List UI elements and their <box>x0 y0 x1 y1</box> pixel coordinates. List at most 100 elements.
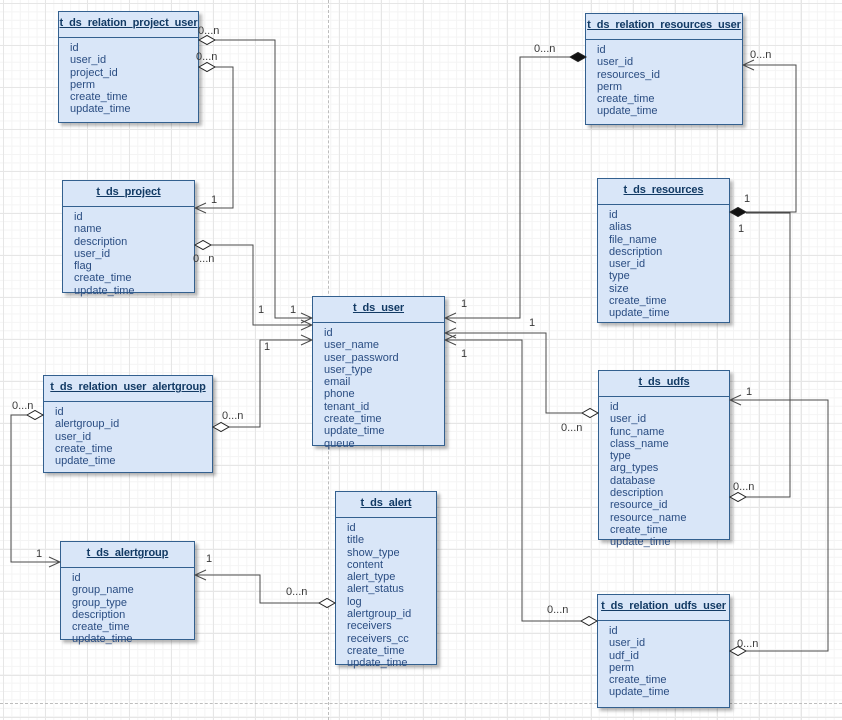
relationship-line-resources-to-udfs <box>746 212 791 498</box>
table-title: t_ds_relation_user_alertgroup <box>44 376 212 402</box>
relationship-line-project-to-user <box>203 244 312 326</box>
field-udf_id: udf_id <box>609 649 639 662</box>
field-user_id: user_id <box>597 56 634 69</box>
field-flag: flag <box>74 260 92 273</box>
multiplicity-label: 1 <box>529 317 535 329</box>
multiplicity-label: 0...n <box>198 25 219 37</box>
field-name: name <box>74 223 102 236</box>
field-description: description <box>74 235 128 248</box>
relationship-line-user-to-udfs <box>445 332 590 414</box>
field-create_time: create_time <box>70 91 128 104</box>
open-diamond-icon <box>317 597 337 609</box>
field-update_time: update_time <box>597 105 658 118</box>
field-description: description <box>609 245 663 258</box>
field-project_id: project_id <box>70 66 118 79</box>
multiplicity-label: 1 <box>746 386 752 398</box>
open-diamond-icon <box>211 421 231 433</box>
field-create_time: create_time <box>347 644 405 657</box>
multiplicity-label: 0...n <box>733 481 754 493</box>
multiplicity-label: 1 <box>738 223 744 235</box>
open-arrow-icon <box>193 202 207 214</box>
multiplicity-label: 0...n <box>222 410 243 422</box>
multiplicity-label: 0...n <box>286 586 307 598</box>
field-create_time: create_time <box>609 295 667 308</box>
open-arrow-icon <box>443 312 457 324</box>
field-resource_id: resource_id <box>610 499 668 512</box>
field-group_name: group_name <box>72 584 134 597</box>
field-alert_status: alert_status <box>347 583 404 596</box>
open-arrow-icon <box>300 334 314 346</box>
field-file_name: file_name <box>609 233 657 246</box>
filled-diamond-icon <box>568 51 588 63</box>
field-create_time: create_time <box>610 523 668 536</box>
field-update_time: update_time <box>74 284 135 297</box>
table-title: t_ds_project <box>63 181 194 207</box>
open-arrow-icon <box>741 59 755 71</box>
field-create_time: create_time <box>324 413 382 426</box>
open-arrow-icon <box>48 556 62 568</box>
field-database: database <box>610 474 656 487</box>
field-perm: perm <box>609 661 635 674</box>
field-user_id: user_id <box>70 54 107 67</box>
field-create_time: create_time <box>72 621 130 634</box>
open-arrow-icon <box>443 327 457 339</box>
multiplicity-label: 0...n <box>547 604 568 616</box>
relationship-line-user-to-relation_resources_user <box>445 56 578 319</box>
field-receivers: receivers <box>347 620 392 633</box>
field-user_id: user_id <box>55 430 92 443</box>
open-diamond-icon <box>728 491 748 503</box>
field-create_time: create_time <box>597 93 655 106</box>
multiplicity-label: 1 <box>744 193 750 205</box>
multiplicity-label: 1 <box>461 348 467 360</box>
open-diamond-icon <box>197 61 217 73</box>
field-id: id <box>72 572 81 584</box>
field-arg_types: arg_types <box>610 462 659 475</box>
field-alert_type: alert_type <box>347 571 396 584</box>
open-arrow-icon <box>300 319 314 331</box>
relationship-line-alertgroup-to-alert <box>195 574 327 604</box>
open-arrow-icon <box>443 334 457 346</box>
field-user_type: user_type <box>324 363 373 376</box>
field-user_id: user_id <box>609 637 646 650</box>
field-queue: queue <box>324 437 355 450</box>
field-alertgroup_id: alertgroup_id <box>347 608 412 621</box>
field-tenant_id: tenant_id <box>324 400 370 413</box>
field-id: id <box>324 327 333 339</box>
open-diamond-icon <box>728 645 748 657</box>
field-id: id <box>74 211 83 223</box>
open-arrow-icon <box>728 394 742 406</box>
field-group_type: group_type <box>72 596 128 609</box>
relationship-line-udfs-to-relation_udfs_user <box>730 399 829 652</box>
field-func_name: func_name <box>610 425 665 438</box>
field-log: log <box>347 595 362 608</box>
field-create_time: create_time <box>609 674 667 687</box>
multiplicity-label: 1 <box>264 341 270 353</box>
multiplicity-label: 0...n <box>196 51 217 63</box>
field-receivers_cc: receivers_cc <box>347 632 409 645</box>
open-diamond-icon <box>193 239 213 251</box>
field-update_time: update_time <box>72 633 133 646</box>
field-description: description <box>610 487 664 500</box>
relationship-line-relation_user_alertgroup-to-user <box>221 339 312 428</box>
relationship-line-user-to-relation_udfs_user <box>445 339 589 622</box>
field-type: type <box>609 270 630 283</box>
filled-diamond-icon <box>728 206 748 218</box>
field-type: type <box>610 450 631 463</box>
relationship-line-relation_project_user-to-user <box>207 39 312 319</box>
